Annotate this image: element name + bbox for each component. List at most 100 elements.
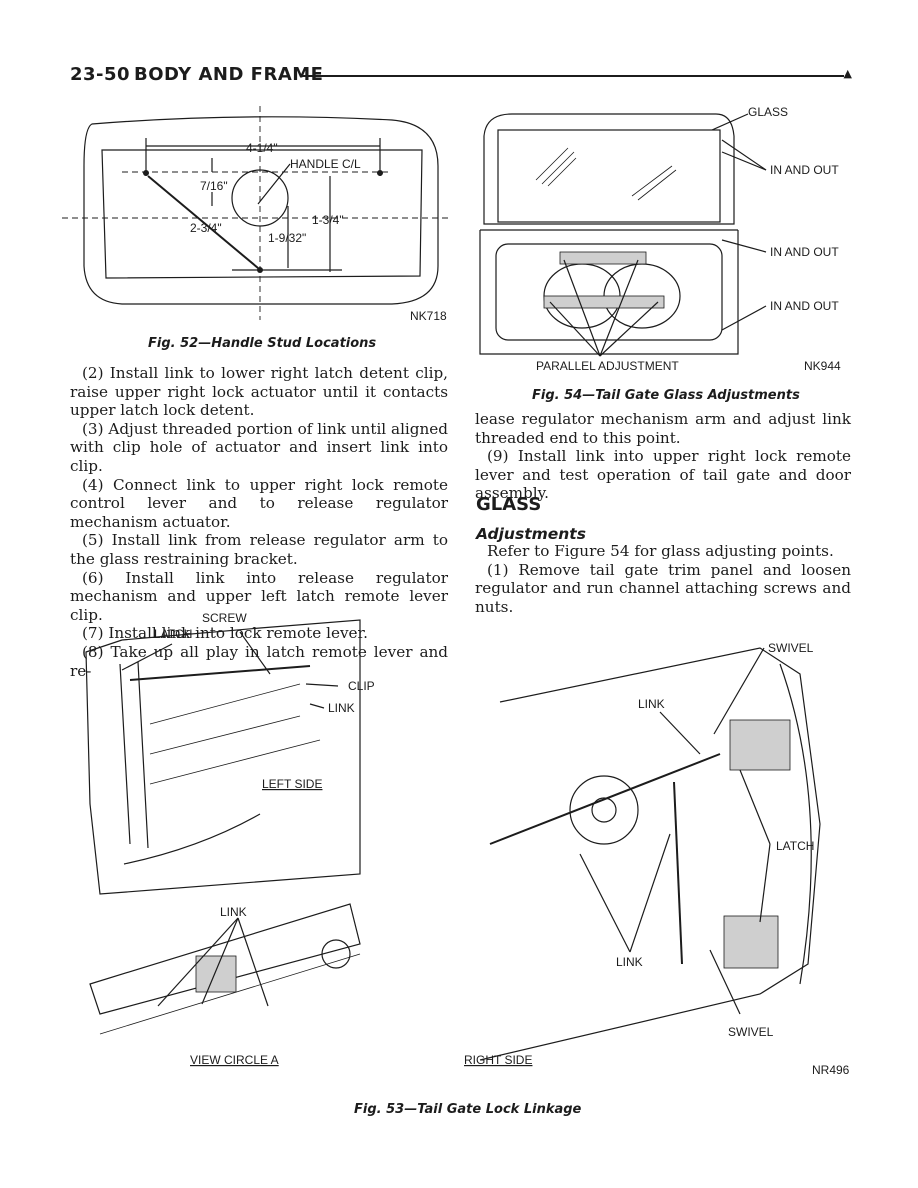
right-latch-upper <box>729 719 791 771</box>
paragraph-step-3: (3) Adjust threaded portion of link unti… <box>70 419 448 475</box>
figure-52-handle-stud-locations: 4-1/4" HANDLE C/L 7/16" 2-3/4" 1-3/4" 1-… <box>62 106 452 323</box>
label-in-and-out-1: IN AND OUT <box>770 163 839 177</box>
label-link-left: LINK <box>328 701 355 715</box>
view-a-panel <box>89 903 361 1015</box>
paragraph-step-4: (4) Connect link to upper right lock rem… <box>70 475 448 531</box>
gate-body <box>479 230 739 355</box>
paragraph-step-6: (6) Install link into release regulator … <box>70 568 448 624</box>
right-door-outline <box>479 647 821 1061</box>
label-2-3-4: 2-3/4" <box>190 221 222 235</box>
left-door-panel <box>85 619 361 895</box>
label-glass: GLASS <box>748 105 788 119</box>
paragraph-step-2: (2) Install link to lower right latch de… <box>70 364 448 420</box>
leader-link-right-bottom-1 <box>579 853 631 953</box>
paragraph-step-9: (9) Install link into upper right lock r… <box>475 447 851 503</box>
label-right-side: RIGHT SIDE <box>464 1053 532 1067</box>
figure-code-nr496: NR496 <box>812 1063 850 1077</box>
label-link-view: LINK <box>220 905 247 919</box>
leader-swivel-bottom <box>709 949 741 1015</box>
label-1-9-32: 1-9/32" <box>268 231 306 245</box>
adjustments-text: Refer to Figure 54 for glass adjusting p… <box>475 542 851 616</box>
caption-fig-52: Fig. 52—Handle Stud Locations <box>148 336 377 351</box>
leader-glass <box>711 113 749 131</box>
heading-glass: GLASS <box>476 494 542 515</box>
top-bracket <box>559 251 647 265</box>
leader-parallel-4 <box>599 301 659 357</box>
leader-view-link-1 <box>157 917 239 1007</box>
handle-circle <box>231 169 289 227</box>
label-clip: CLIP <box>348 679 375 693</box>
figure-54-tail-gate-glass-adjustments: GLASS IN AND OUT IN AND OUT IN AND OUT P… <box>479 105 841 373</box>
leader-swivel-top <box>713 647 765 735</box>
paragraph-adjust-step-1: (1) Remove tail gate trim panel and loos… <box>475 560 851 616</box>
paragraph-continued: lease regulator mechanism arm and adjust… <box>475 410 851 447</box>
page-number: 23-50 <box>70 64 131 85</box>
label-parallel-adjustment: PARALLEL ADJUSTMENT <box>536 359 679 373</box>
right-latch-lower <box>723 915 779 969</box>
leader-parallel-2 <box>599 259 639 357</box>
view-a-latch <box>321 939 351 969</box>
left-link-rod <box>129 665 311 681</box>
label-link-right-top: LINK <box>638 697 665 711</box>
label-in-and-out-3: IN AND OUT <box>770 299 839 313</box>
tailgate-outline <box>83 116 439 305</box>
right-link-rod-1 <box>489 753 721 845</box>
right-link-rod-2 <box>673 781 683 965</box>
stud-point-right <box>377 170 383 176</box>
view-a-lower-edge <box>99 953 361 1035</box>
section-title: BODY AND FRAME <box>134 64 324 85</box>
right-column-text: lease regulator mechanism arm and adjust… <box>475 410 851 503</box>
leader-latch-right-2 <box>759 843 771 923</box>
glass-pane <box>497 129 721 223</box>
figure-code-nk718: NK718 <box>410 309 447 323</box>
leader-parallel-3 <box>549 301 601 357</box>
label-7-16: 7/16" <box>200 179 228 193</box>
header-rule <box>302 75 844 77</box>
label-swivel-bottom: SWIVEL <box>728 1025 774 1039</box>
gate-inner-panel <box>495 243 723 341</box>
tailgate-panel <box>101 149 423 279</box>
leader-in-out-1 <box>721 139 767 171</box>
caption-fig-54: Fig. 54—Tail Gate Glass Adjustments <box>532 388 800 403</box>
caption-fig-53: Fig. 53—Tail Gate Lock Linkage <box>354 1102 582 1117</box>
label-link-right-bottom: LINK <box>616 955 643 969</box>
left-door-edge <box>119 661 149 849</box>
leader-in-out-3 <box>721 305 767 331</box>
leader-screw <box>239 631 271 675</box>
handle-leader <box>257 163 291 205</box>
heading-adjustments: Adjustments <box>476 525 586 543</box>
figure-code-nk944: NK944 <box>804 359 841 373</box>
label-latch-left: LATCH <box>154 627 192 641</box>
view-a-mechanism <box>195 955 237 993</box>
diagonal-dimension <box>147 175 259 269</box>
stud-point-left <box>143 170 149 176</box>
left-lower-curve <box>123 813 261 865</box>
leader-in-out-1b <box>721 151 767 171</box>
page-header: 23-50 BODY AND FRAME ▲ <box>70 62 852 88</box>
leader-view-link-2 <box>237 917 269 1007</box>
leader-link-right-bottom-2 <box>629 833 671 953</box>
label-width: 4-1/4" <box>246 141 278 155</box>
label-in-and-out-2: IN AND OUT <box>770 245 839 259</box>
paragraph-refer-figure-54: Refer to Figure 54 for glass adjusting p… <box>487 542 834 560</box>
label-screw: SCREW <box>202 611 247 625</box>
header-arrow-icon: ▲ <box>843 67 852 80</box>
left-panel-lines <box>149 683 321 785</box>
right-regulator-hub <box>591 797 617 823</box>
glass-frame <box>483 113 735 225</box>
bottom-bracket <box>543 295 665 309</box>
leader-parallel-1 <box>563 259 601 357</box>
glass-reflection <box>535 147 677 201</box>
label-handle-cl: HANDLE C/L <box>290 157 361 171</box>
leader-clip <box>305 683 339 687</box>
leader-latch-left <box>121 643 173 671</box>
right-regulator <box>569 775 639 845</box>
label-swivel-top: SWIVEL <box>768 641 814 655</box>
leader-latch-right-1 <box>739 769 771 845</box>
label-view-circle-a: VIEW CIRCLE A <box>190 1053 279 1067</box>
label-left-side: LEFT SIDE <box>262 777 322 791</box>
leader-link-left <box>309 703 325 709</box>
figure-53-tail-gate-lock-linkage: SCREW LATCH CLIP LINK LEFT SIDE LINK VIE… <box>85 611 850 1077</box>
leader-link-right-top <box>659 711 701 755</box>
